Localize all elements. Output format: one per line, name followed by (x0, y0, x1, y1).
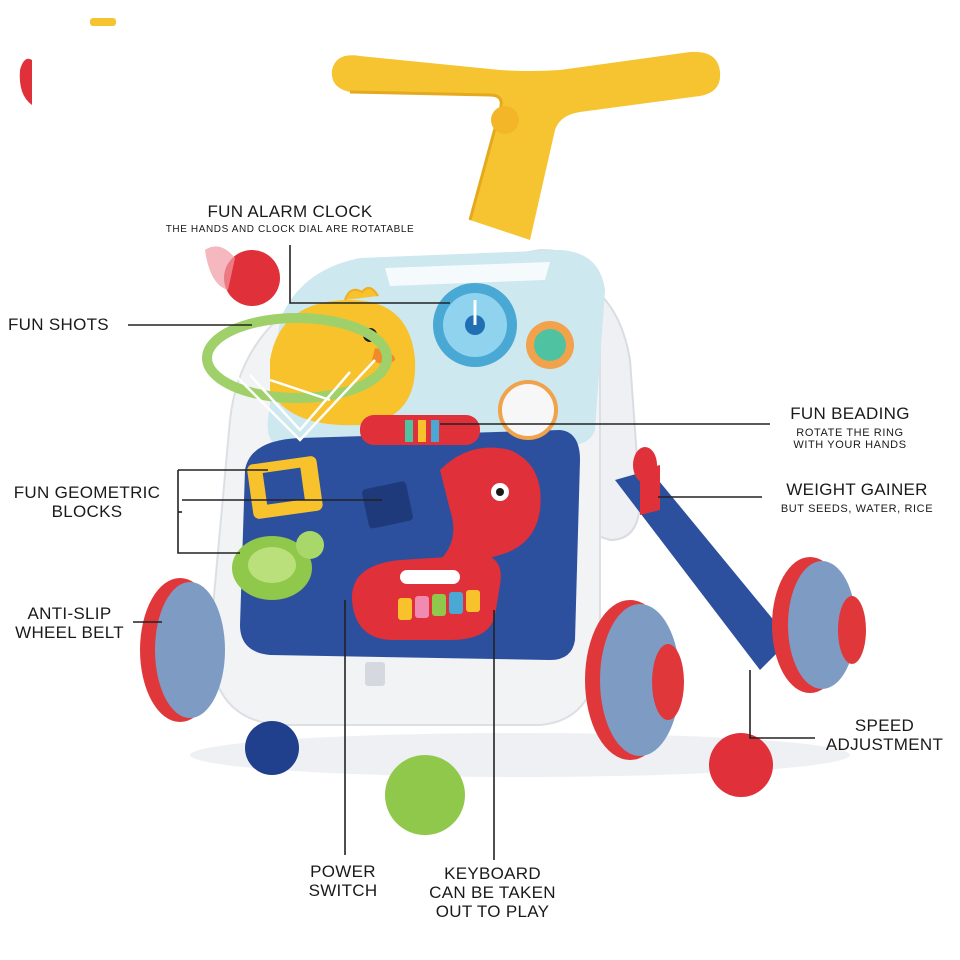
fun-beading-label: FUN BEADING ROTATE THE RING WITH YOUR HA… (770, 404, 930, 452)
speed-adjustment-label: SPEED ADJUSTMENT (812, 716, 957, 754)
keyboard-line1: KEYBOARD (444, 864, 541, 883)
anti-slip-label: ANTI-SLIP WHEEL BELT (2, 604, 137, 642)
power-switch-label: POWER SWITCH (293, 862, 393, 900)
speed-line2: ADJUSTMENT (825, 735, 944, 755)
keyboard-label: KEYBOARD CAN BE TAKEN OUT TO PLAY (415, 864, 570, 921)
fun-beading-note1: ROTATE THE RING (796, 427, 904, 440)
weight-gainer-label: WEIGHT GAINER BUT SEEDS, WATER, RICE (762, 480, 952, 515)
fun-shots-label: FUN SHOTS (8, 315, 109, 334)
keyboard-line2: CAN BE TAKEN (429, 883, 556, 903)
weight-gainer-note: BUT SEEDS, WATER, RICE (780, 503, 934, 516)
anti-slip-line2: WHEEL BELT (15, 623, 124, 643)
fun-beading-note2: WITH YOUR HANDS (793, 439, 907, 452)
anti-slip-line1: ANTI-SLIP (27, 604, 112, 623)
power-line1: POWER (310, 862, 376, 881)
keyboard-line3: OUT TO PLAY (435, 902, 550, 922)
geometric-blocks-label: FUN GEOMETRIC BLOCKS (2, 483, 172, 521)
fun-beading-title: FUN BEADING (790, 404, 910, 423)
speed-line1: SPEED (854, 716, 915, 735)
alarm-clock-note: THE HANDS AND CLOCK DIAL ARE ROTATABLE (165, 224, 415, 236)
weight-gainer-title: WEIGHT GAINER (786, 480, 928, 499)
geometric-blocks-line2: BLOCKS (51, 502, 123, 522)
geometric-blocks-line1: FUN GEOMETRIC (13, 483, 161, 502)
alarm-clock-label: FUN ALARM CLOCK THE HANDS AND CLOCK DIAL… (130, 202, 450, 235)
alarm-clock-title: FUN ALARM CLOCK (207, 202, 373, 221)
power-line2: SWITCH (308, 881, 378, 901)
